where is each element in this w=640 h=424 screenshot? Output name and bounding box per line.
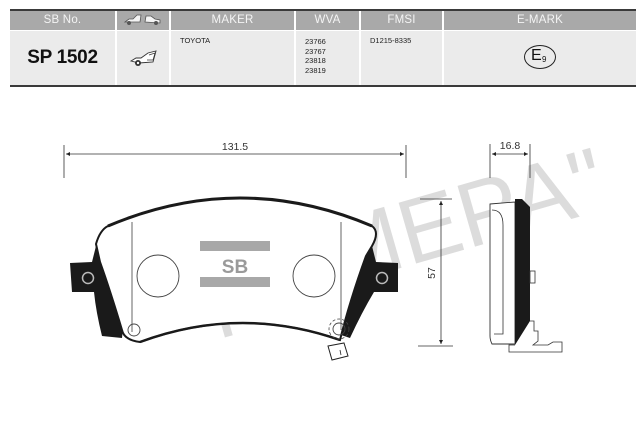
axle-cell xyxy=(117,31,171,85)
maker-value: TOYOTA xyxy=(180,36,211,45)
header-maker: MAKER xyxy=(171,11,296,30)
header-vehicle xyxy=(117,11,171,30)
thickness-value: 16.8 xyxy=(500,140,521,152)
wva-value: 23766 xyxy=(305,37,326,46)
svg-text:SB: SB xyxy=(222,257,248,278)
header-fmsi: FMSI xyxy=(361,11,444,30)
emark-cell: E 9 xyxy=(444,31,636,85)
sb-logo: SB xyxy=(200,241,270,287)
spec-table: SB No. MAKER WVA FMSI E-MARK SP 1502 TOY… xyxy=(10,9,636,87)
thickness-dimension xyxy=(489,144,531,178)
wva-value: 23767 xyxy=(305,46,326,56)
table-row: SP 1502 TOYOTA 23766 23767 23818 23819 D… xyxy=(10,31,636,85)
header-sb-no: SB No. xyxy=(10,11,117,30)
wva-cell: 23766 23767 23818 23819 xyxy=(296,31,361,85)
car-axle-icon xyxy=(123,14,161,25)
maker-cell: TOYOTA xyxy=(171,31,296,85)
table-header-row: SB No. MAKER WVA FMSI E-MARK xyxy=(10,11,636,31)
fmsi-cell: D1215-8335 xyxy=(361,31,444,85)
wva-value: 23818 xyxy=(305,56,326,65)
brake-pad-front-view xyxy=(70,196,398,361)
height-dimension xyxy=(418,198,453,347)
wva-value: 23819 xyxy=(305,65,326,75)
width-value: 131.5 xyxy=(222,141,248,153)
part-number: SP 1502 xyxy=(10,31,117,85)
emark-badge-icon: E 9 xyxy=(524,45,556,69)
width-dimension xyxy=(63,145,407,178)
header-wva: WVA xyxy=(296,11,361,30)
fmsi-value: D1215-8335 xyxy=(370,36,412,45)
header-emark: E-MARK xyxy=(517,14,563,26)
height-value: 57 xyxy=(426,267,438,279)
front-axle-car-icon xyxy=(129,50,157,66)
brake-pad-side-view xyxy=(489,199,563,353)
